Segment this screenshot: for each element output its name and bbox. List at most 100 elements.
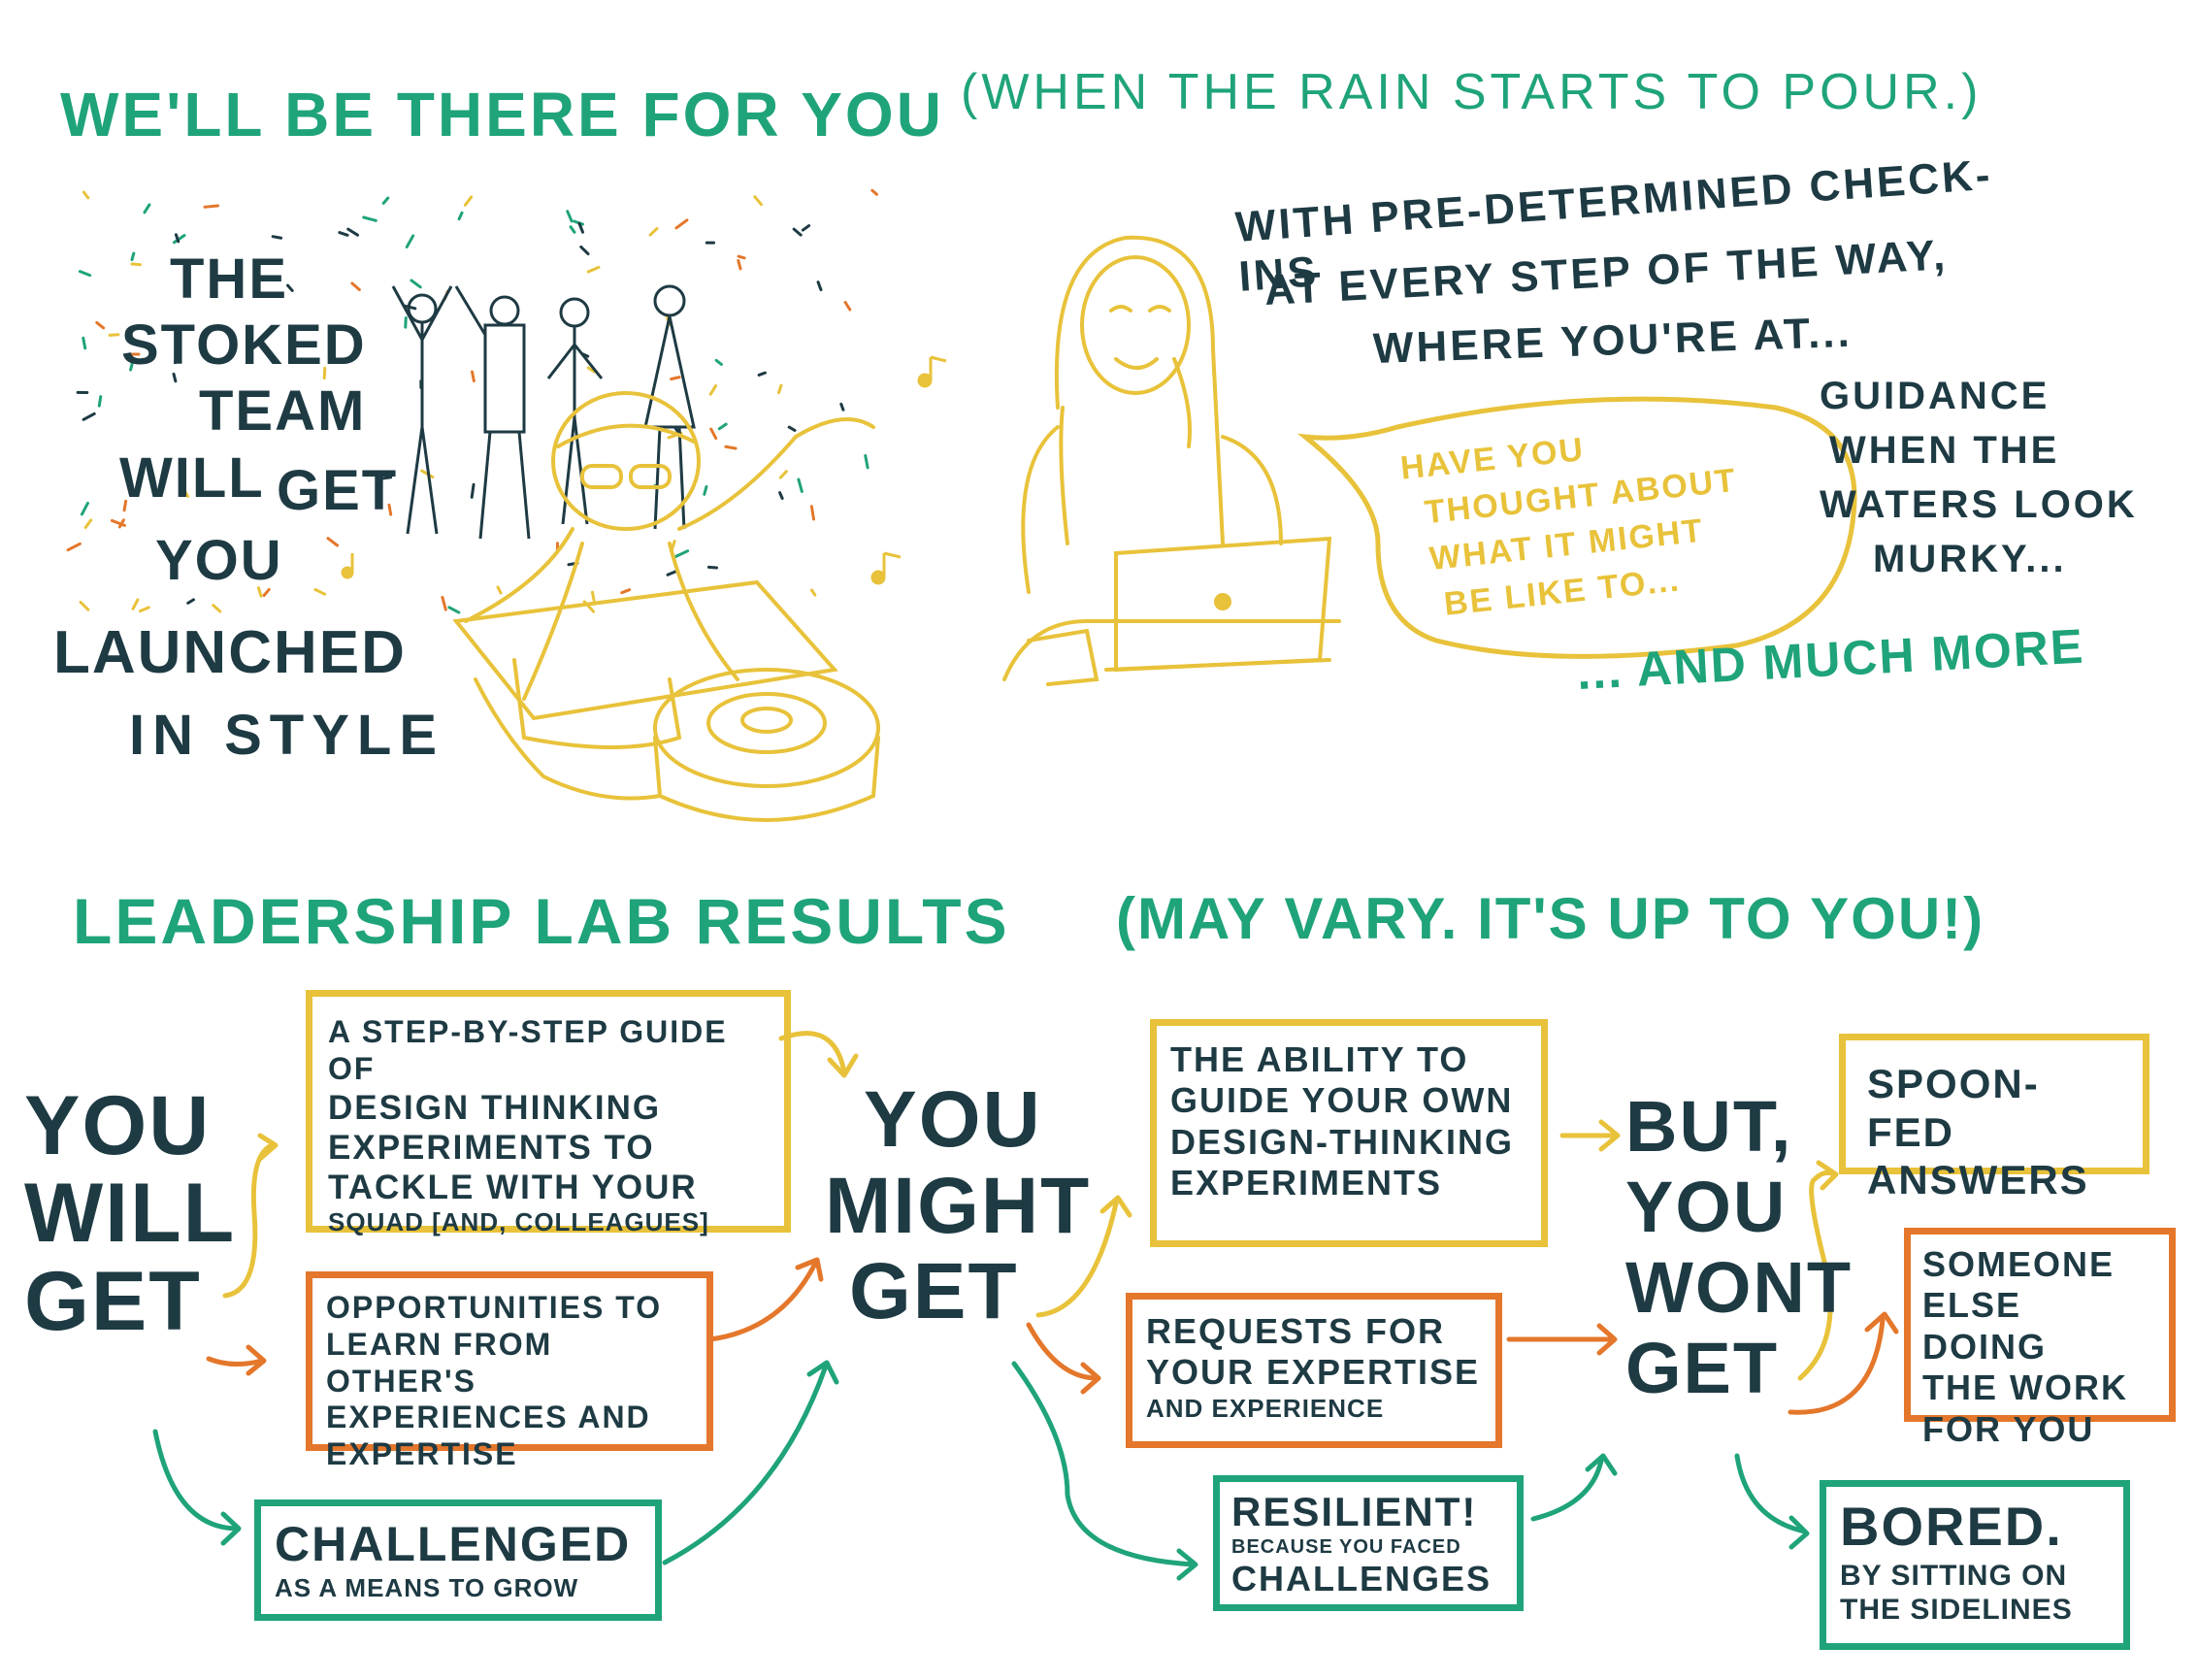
might-get-label: YOU MIGHT GET — [825, 1075, 1091, 1335]
box-line: TACKLE WITH YOUR — [328, 1169, 698, 1207]
confetti-piece — [463, 195, 474, 207]
confetti-piece — [674, 549, 690, 558]
confetti-piece — [130, 262, 142, 267]
guidance-line: GUIDANCE — [1820, 375, 2050, 417]
box-small: THE SIDELINES — [1840, 1594, 2073, 1627]
box-line: ANSWERS — [1867, 1157, 2089, 1203]
confetti-piece — [792, 227, 803, 237]
confetti-piece — [138, 606, 150, 613]
will-get-label: YOU WILL GET — [24, 1082, 236, 1345]
confetti-piece — [737, 254, 746, 260]
arrow-icon — [152, 1031, 1899, 1581]
confetti-piece — [441, 596, 447, 611]
confetti-piece — [737, 258, 742, 271]
results-title: LEADERSHIP LAB RESULTS — [73, 885, 1010, 957]
confetti-piece — [322, 366, 327, 380]
laptop-person-icon — [1002, 235, 1341, 686]
wont-get-line: GET — [1625, 1327, 1780, 1408]
box-line: THE ABILITY TO — [1170, 1039, 1469, 1079]
confetti-piece — [577, 221, 584, 234]
box-main: RESILIENT! — [1231, 1489, 1478, 1534]
confetti-piece — [708, 383, 718, 396]
might-get-line: YOU — [864, 1075, 1042, 1164]
confetti-piece — [174, 349, 179, 365]
confetti-piece — [186, 598, 195, 605]
page-title: WE'LL BE THERE FOR YOU — [60, 80, 944, 149]
launch-line: THE — [170, 247, 288, 311]
confetti-piece — [839, 402, 845, 412]
box-small: AND EXPERIENCE — [1146, 1393, 1385, 1423]
confetti-piece — [757, 371, 767, 377]
confetti-piece — [82, 412, 96, 421]
confetti-piece — [753, 195, 763, 207]
confetti-piece — [130, 251, 136, 262]
confetti-piece — [670, 376, 681, 381]
launch-line: GET — [277, 459, 399, 522]
page-subtitle: (WHEN THE RAIN STARTS TO POUR.) — [961, 64, 1983, 120]
will-get-line: YOU — [24, 1079, 212, 1172]
confetti-piece — [338, 231, 349, 237]
box-main: CHALLENGED — [275, 1517, 632, 1571]
confetti-piece — [405, 234, 415, 248]
confetti-piece — [174, 233, 180, 244]
party-people-icon — [391, 284, 696, 540]
box-line: ELSE DOING — [1922, 1285, 2048, 1367]
launch-line: STOKED — [121, 313, 367, 377]
launch-line: IN STYLE — [129, 704, 445, 767]
confetti-piece — [78, 270, 92, 278]
confetti-piece — [870, 188, 879, 196]
spoon-fed-box: SPOON-FED ANSWERS — [1839, 1034, 2149, 1202]
confetti-piece — [457, 211, 464, 221]
wont-get-line: WONT — [1625, 1246, 1854, 1328]
box-line: DESIGN THINKING — [328, 1088, 662, 1127]
someone-else-box: SOMEONE ELSE DOING THE WORK FOR YOU — [1904, 1228, 2176, 1449]
confetti-piece — [82, 336, 87, 350]
dj-turntable-icon — [452, 391, 880, 822]
confetti-piece — [470, 482, 476, 499]
confetti-piece — [778, 470, 788, 479]
confetti-piece — [864, 453, 869, 470]
box-line: OPPORTUNITIES TO — [326, 1290, 663, 1325]
box-line: YOUR EXPERTISE — [1146, 1352, 1481, 1393]
confetti-piece — [566, 210, 574, 223]
challenged-box: CHALLENGED AS A MEANS TO GROW — [254, 1499, 662, 1621]
confetti-icon — [66, 188, 879, 614]
box-line: EXPERIMENTS — [1170, 1163, 1443, 1203]
will-get-line: WILL — [24, 1167, 237, 1261]
box-line: LEARN FROM OTHER'S — [326, 1326, 553, 1399]
confetti-piece — [787, 425, 797, 432]
confetti-piece — [117, 518, 125, 529]
guidance-line: WHEN THE — [1829, 429, 2060, 472]
confetti-piece — [97, 395, 103, 408]
confetti-piece — [586, 265, 601, 274]
box-main: BORED. — [1840, 1496, 2063, 1557]
box-line: GUIDE YOUR OWN — [1170, 1080, 1514, 1121]
box-line: A STEP-BY-STEP GUIDE OF — [328, 1014, 728, 1086]
guidance-line: MURKY... — [1873, 538, 2067, 580]
confetti-piece — [620, 588, 632, 595]
confetti-piece — [79, 601, 90, 611]
confetti-piece — [714, 358, 723, 366]
confetti-piece — [129, 361, 134, 372]
confetti-piece — [143, 203, 151, 214]
box-line: SOMEONE — [1922, 1244, 2116, 1284]
guidance-line: WATERS LOOK — [1820, 483, 2138, 526]
box-line: REQUESTS FOR — [1146, 1311, 1446, 1351]
confetti-piece — [286, 283, 294, 292]
launch-line: YOU — [155, 529, 283, 592]
confetti-piece — [387, 503, 393, 516]
confetti-piece — [350, 281, 361, 292]
results-subtitle: (MAY VARY. IT'S UP TO YOU!) — [1116, 886, 1985, 951]
confetti-piece — [203, 204, 219, 209]
box-line: EXPERTISE — [326, 1436, 518, 1471]
confetti-piece — [172, 372, 178, 383]
confetti-piece — [579, 245, 590, 256]
confetti-piece — [809, 588, 817, 597]
confetti-piece — [648, 226, 659, 237]
confetti-piece — [404, 315, 408, 329]
confetti-piece — [709, 427, 718, 441]
confetti-piece — [271, 235, 283, 240]
box-line: EXPERIENCES AND — [326, 1400, 651, 1435]
bored-box: BORED. BY SITTING ON THE SIDELINES — [1820, 1480, 2130, 1650]
